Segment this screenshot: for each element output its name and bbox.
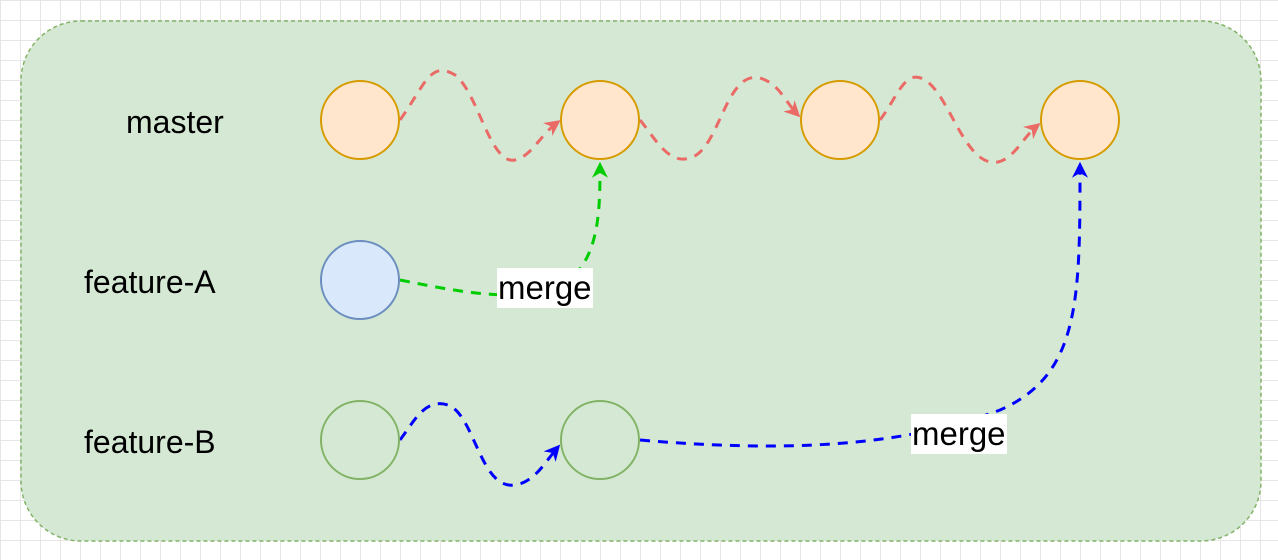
branch-label-master: master xyxy=(126,104,224,140)
master-edge-3 xyxy=(878,75,1041,164)
master-commit-1 xyxy=(320,80,400,160)
master-edge-1 xyxy=(398,69,561,162)
merge-label-feature-a: merge xyxy=(497,268,593,308)
merge-edge-feature-b xyxy=(639,161,1088,448)
branch-label-feature-b: feature-B xyxy=(84,424,216,460)
feature-a-commit-1 xyxy=(320,240,400,320)
master-commit-3 xyxy=(800,80,880,160)
branch-label-feature-a: feature-A xyxy=(84,264,216,300)
master-commit-4 xyxy=(1040,80,1120,160)
merge-label-feature-b: merge xyxy=(911,414,1007,454)
diagram-container xyxy=(20,20,1262,542)
feature-b-commit-2 xyxy=(560,400,640,480)
feature-b-edge-1 xyxy=(398,402,561,487)
master-commit-2 xyxy=(560,80,640,160)
master-edge-2 xyxy=(638,76,801,161)
feature-b-commit-1 xyxy=(320,400,400,480)
